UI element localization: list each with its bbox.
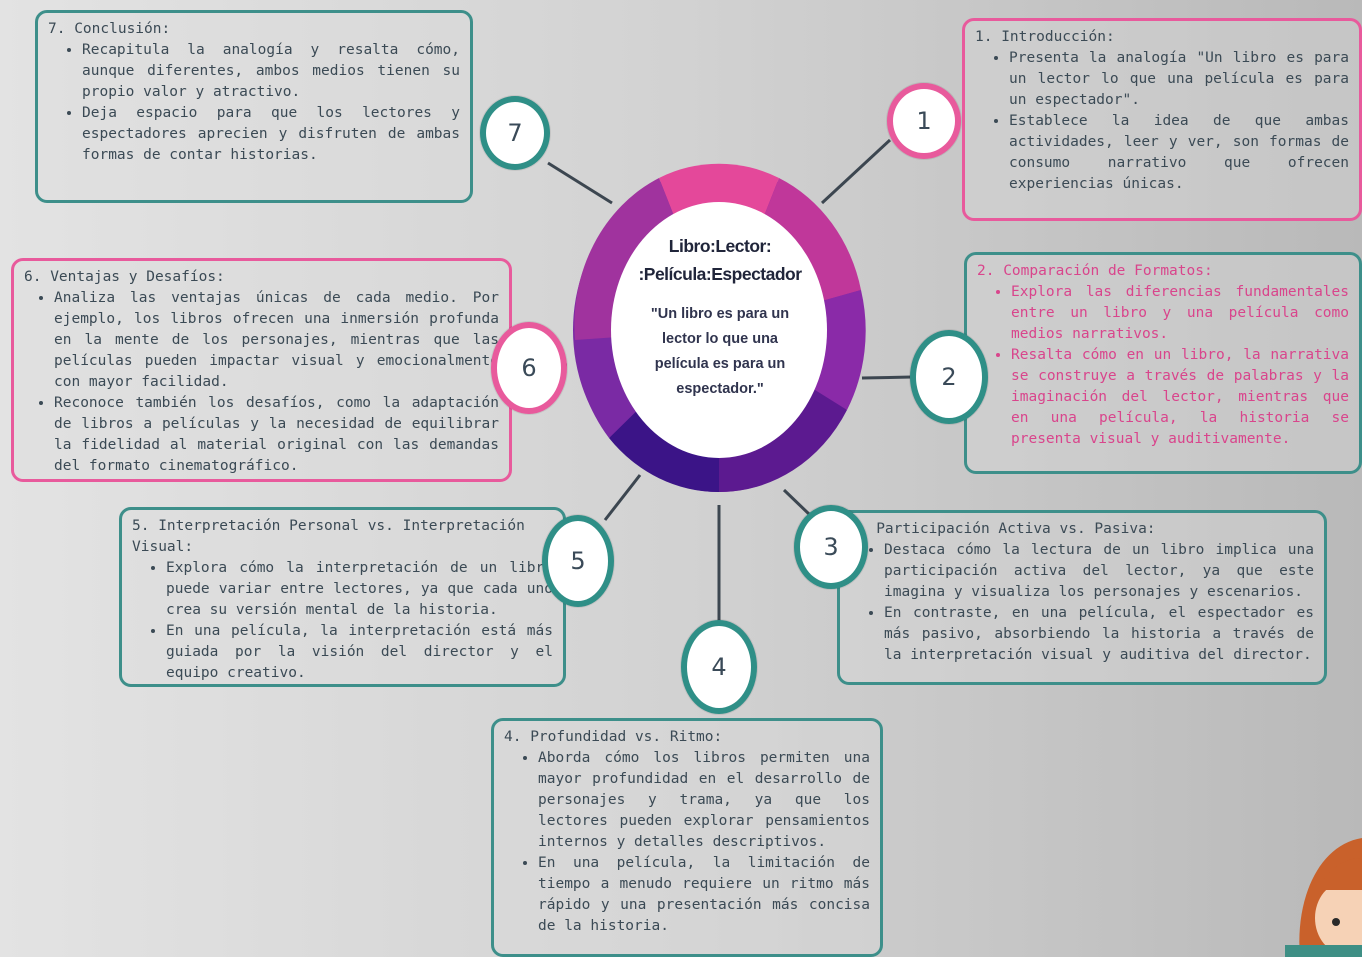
connector-5: [603, 474, 642, 521]
node-number-1: 1: [887, 83, 961, 159]
connector-1: [820, 138, 892, 205]
card-bullet: En una película, la interpretación está …: [166, 621, 553, 684]
card-bullet: Analiza las ventajas únicas de cada medi…: [54, 288, 499, 393]
card-bullet: Establece la idea de que ambas actividad…: [1009, 111, 1349, 195]
node-number-7: 7: [480, 96, 550, 170]
card-comparacion-formatos: 2. Comparación de Formatos: Explora las …: [964, 252, 1362, 474]
center-title-line2: :Película:Espectador: [638, 264, 802, 284]
girl-reading-illustration: [1285, 838, 1362, 957]
central-ring: [573, 163, 866, 493]
card-bullet: Reconoce también los desafíos, como la a…: [54, 393, 499, 477]
card-title: 2. Comparación de Formatos:: [977, 263, 1213, 279]
node-number-5: 5: [542, 515, 614, 607]
card-bullet: Deja espacio para que los lectores y esp…: [82, 103, 460, 166]
center-quote: "Un libro es para un lector lo que una p…: [650, 306, 790, 397]
card-title: 1. Introducción:: [975, 29, 1115, 45]
node-number-3: 3: [794, 505, 868, 589]
card-bullet: En una película, la limitación de tiempo…: [538, 853, 870, 937]
card-bullet: Resalta cómo en un libro, la narrativa s…: [1011, 345, 1349, 450]
connector-7: [547, 161, 613, 205]
card-title: 6. Ventajas y Desafíos:: [24, 269, 225, 285]
card-title: 7. Conclusión:: [48, 21, 171, 37]
card-title: 3. Participación Activa vs. Pasiva:: [850, 521, 1156, 537]
node-number-2: 2: [910, 330, 988, 424]
card-bullet: Presenta la analogía "Un libro es para u…: [1009, 48, 1349, 111]
card-profundidad-ritmo: 4. Profundidad vs. Ritmo: Aborda cómo lo…: [491, 718, 883, 957]
connector-3: [782, 488, 812, 517]
card-bullet: Recapitula la analogía y resalta cómo, a…: [82, 40, 460, 103]
card-interpretacion: 5. Interpretación Personal vs. Interpret…: [119, 507, 566, 687]
card-title: 4. Profundidad vs. Ritmo:: [504, 729, 723, 745]
card-ventajas-desafios: 6. Ventajas y Desafíos: Analiza las vent…: [11, 258, 512, 482]
center-hub: Libro:Lector: :Película:Espectador "Un l…: [620, 232, 820, 402]
card-bullet: En contraste, en una película, el espect…: [884, 603, 1314, 666]
card-bullet: Destaca cómo la lectura de un libro impl…: [884, 540, 1314, 603]
card-conclusion: 7. Conclusión: Recapitula la analogía y …: [35, 10, 473, 203]
node-number-6: 6: [491, 322, 567, 414]
card-bullet: Aborda cómo los libros permiten una mayo…: [538, 748, 870, 853]
card-bullet: Explora las diferencias fundamentales en…: [1011, 282, 1349, 345]
card-introduccion: 1. Introducción: Presenta la analogía "U…: [962, 18, 1362, 221]
card-participacion: 3. Participación Activa vs. Pasiva: Dest…: [837, 510, 1327, 685]
node-number-4: 4: [681, 620, 757, 714]
center-title-line1: Libro:Lector:: [668, 236, 772, 256]
card-bullet: Explora cómo la interpretación de un lib…: [166, 558, 553, 621]
connector-2: [861, 375, 913, 380]
card-title: 5. Interpretación Personal vs. Interpret…: [132, 518, 525, 555]
